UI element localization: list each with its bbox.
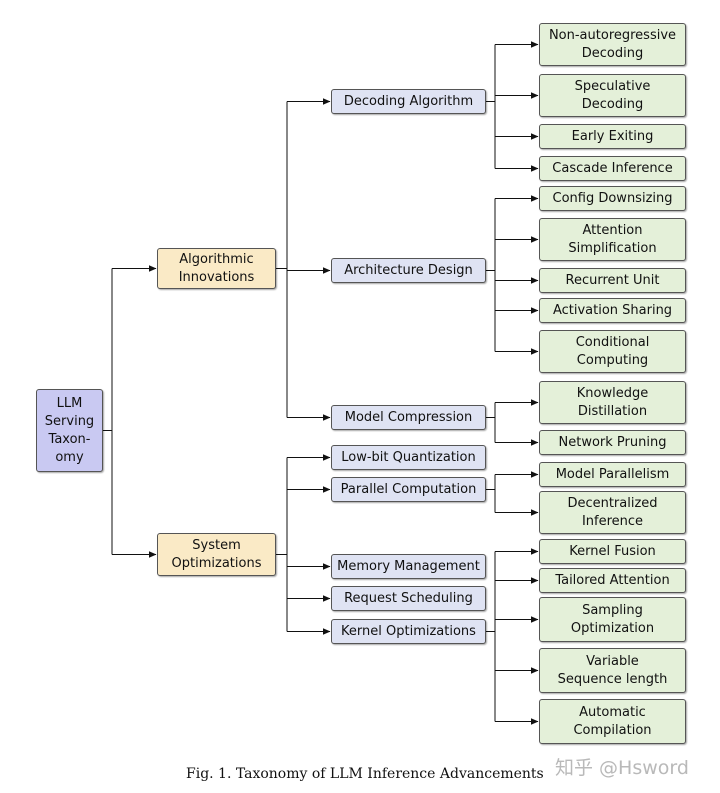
leaf-knowledge-distillation: Knowledge Distillation	[539, 381, 686, 424]
subcategory-decoding-algorithm: Decoding Algorithm	[331, 89, 486, 114]
leaf-model-parallelism: Model Parallelism	[539, 462, 686, 487]
leaf-network-pruning: Network Pruning	[539, 430, 686, 455]
leaf-conditional-computing: Conditional Computing	[539, 330, 686, 373]
leaf-kernel-fusion: Kernel Fusion	[539, 539, 686, 564]
category-system-optimizations: System Optimizations	[157, 533, 276, 576]
leaf-sampling-optimization: Sampling Optimization	[539, 597, 686, 642]
leaf-speculative-decoding: Speculative Decoding	[539, 74, 686, 117]
leaf-config-downsizing: Config Downsizing	[539, 186, 686, 211]
leaf-activation-sharing: Activation Sharing	[539, 298, 686, 323]
leaf-attention-simplification: Attention Simplification	[539, 218, 686, 261]
watermark: 知乎 @Hsword	[555, 757, 689, 779]
leaf-variable-sequence-length: Variable Sequence length	[539, 648, 686, 693]
leaf-non-autoregressive-decoding: Non-autoregressive Decoding	[539, 23, 686, 66]
subcategory-request-scheduling: Request Scheduling	[331, 586, 486, 611]
leaf-decentralized-inference: Decentralized Inference	[539, 491, 686, 534]
category-algorithmic-innovations: Algorithmic Innovations	[157, 248, 276, 289]
leaf-recurrent-unit: Recurrent Unit	[539, 268, 686, 293]
leaf-automatic-compilation: Automatic Compilation	[539, 699, 686, 744]
subcategory-architecture-design: Architecture Design	[331, 258, 486, 283]
leaf-cascade-inference: Cascade Inference	[539, 156, 686, 181]
subcategory-kernel-optimizations: Kernel Optimizations	[331, 619, 486, 644]
subcategory-model-compression: Model Compression	[331, 405, 486, 430]
root-node: LLM Serving Taxon- omy	[36, 389, 103, 472]
figure-caption: Fig. 1. Taxonomy of LLM Inference Advanc…	[186, 766, 544, 782]
leaf-early-exiting: Early Exiting	[539, 124, 686, 149]
subcategory-memory-management: Memory Management	[331, 554, 486, 579]
subcategory-parallel-computation: Parallel Computation	[331, 477, 486, 502]
subcategory-low-bit-quantization: Low-bit Quantization	[331, 445, 486, 470]
leaf-tailored-attention: Tailored Attention	[539, 568, 686, 593]
